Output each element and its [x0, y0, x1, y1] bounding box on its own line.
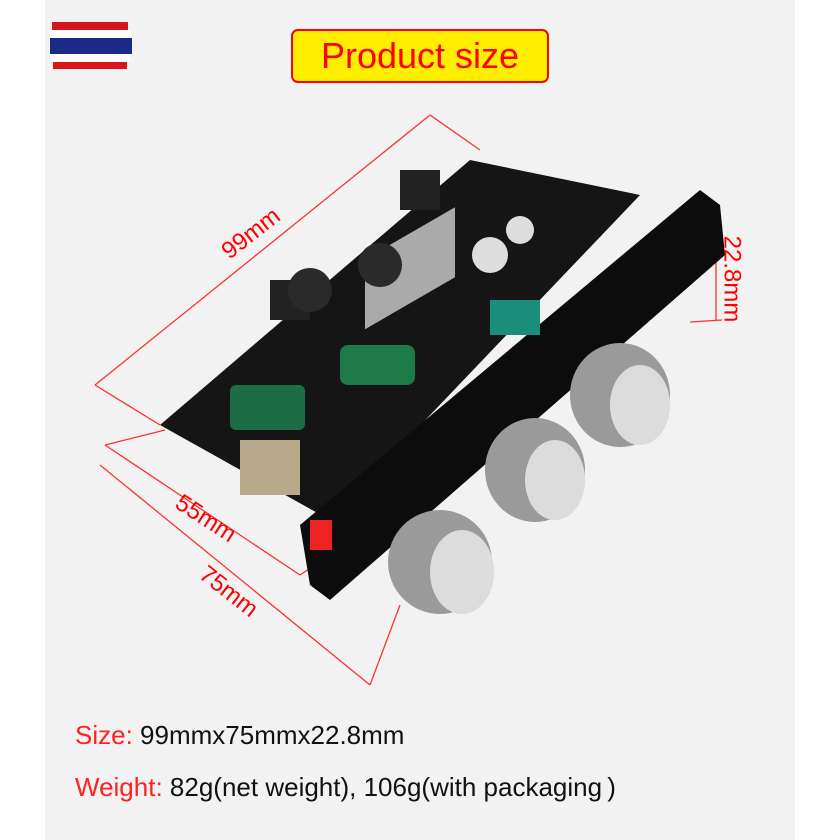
page-title: Product size — [291, 29, 549, 83]
size-label: Size: — [75, 720, 133, 750]
weight-value: 82g(net weight), 106g(with packaging ) — [169, 772, 616, 802]
height-dimension-label: 22.8mm — [718, 235, 746, 323]
amplifier-board — [160, 160, 725, 600]
size-value: 99mmx75mmx22.8mm — [140, 720, 405, 750]
weight-spec: Weight: 82g(net weight), 106g(with packa… — [75, 772, 616, 803]
volume-knobs — [388, 343, 670, 614]
weight-label: Weight: — [75, 772, 163, 802]
thailand-flag-icon — [50, 22, 132, 69]
size-spec: Size: 99mmx75mmx22.8mm — [75, 720, 404, 751]
